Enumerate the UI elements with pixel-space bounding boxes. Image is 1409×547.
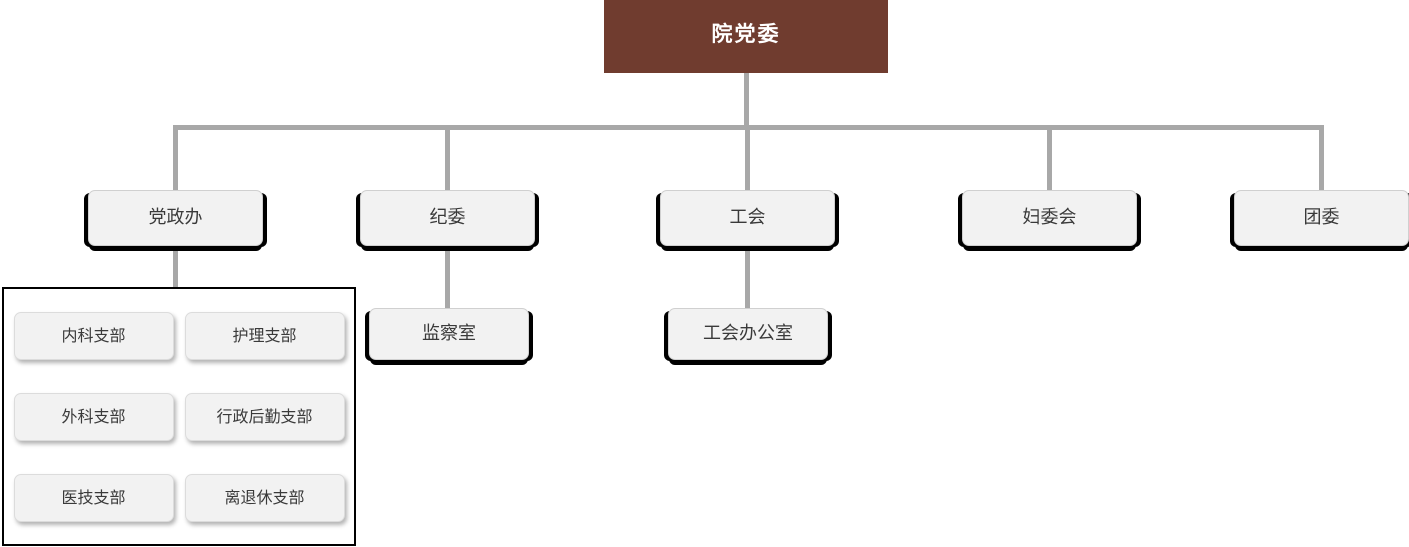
node-dangzhengban-label: 党政办 bbox=[148, 207, 203, 228]
node-xingzheng-houqin-zhibu[interactable]: 行政后勤支部 bbox=[184, 392, 345, 441]
node-neike-zhibu-label: 内科支部 bbox=[61, 325, 126, 345]
node-fuweihui[interactable]: 妇委会 bbox=[962, 190, 1137, 246]
node-gonghui[interactable]: 工会 bbox=[660, 190, 835, 246]
node-jianchashi[interactable]: 监察室 bbox=[369, 308, 529, 360]
connector-drop-jianchashi bbox=[445, 245, 450, 310]
node-root-label: 院党委 bbox=[711, 22, 781, 46]
connector-drop-dangzhengban bbox=[173, 125, 178, 191]
connector-drop-jiwei bbox=[445, 125, 450, 191]
node-neike-zhibu[interactable]: 内科支部 bbox=[13, 311, 174, 360]
connector-root-stem bbox=[744, 73, 749, 127]
node-gonghui-label: 工会 bbox=[729, 207, 766, 228]
node-fuweihui-label: 妇委会 bbox=[1022, 207, 1077, 228]
node-tuanwei-label: 团委 bbox=[1303, 207, 1340, 228]
connector-drop-tuanwei bbox=[1319, 125, 1324, 191]
node-root-party-committee[interactable]: 院党委 bbox=[604, 0, 888, 73]
node-yiji-zhibu-label: 医技支部 bbox=[61, 487, 126, 507]
node-waike-zhibu-label: 外科支部 bbox=[61, 406, 126, 426]
node-huli-zhibu[interactable]: 护理支部 bbox=[184, 311, 345, 360]
node-jiwei-label: 纪委 bbox=[429, 207, 466, 228]
node-jianchashi-label: 监察室 bbox=[422, 323, 476, 344]
connector-drop-branch-group bbox=[173, 245, 178, 290]
node-lituixiu-zhibu[interactable]: 离退休支部 bbox=[184, 473, 345, 522]
node-gonghui-bangongshi[interactable]: 工会办公室 bbox=[668, 308, 828, 360]
node-tuanwei[interactable]: 团委 bbox=[1234, 190, 1409, 246]
node-waike-zhibu[interactable]: 外科支部 bbox=[13, 392, 174, 441]
node-gonghui-bangongshi-label: 工会办公室 bbox=[703, 323, 793, 344]
node-jiwei[interactable]: 纪委 bbox=[360, 190, 535, 246]
node-yiji-zhibu[interactable]: 医技支部 bbox=[13, 473, 174, 522]
connector-drop-fuweihui bbox=[1047, 125, 1052, 191]
node-huli-zhibu-label: 护理支部 bbox=[232, 325, 297, 345]
node-lituixiu-zhibu-label: 离退休支部 bbox=[224, 487, 305, 507]
node-dangzhengban[interactable]: 党政办 bbox=[88, 190, 263, 246]
node-xingzheng-houqin-zhibu-label: 行政后勤支部 bbox=[216, 406, 313, 426]
connector-drop-gonghui-office bbox=[745, 245, 750, 310]
connector-drop-gonghui bbox=[745, 125, 750, 191]
branch-group-container: 内科支部 护理支部 外科支部 行政后勤支部 医技支部 离退休支部 bbox=[2, 287, 356, 546]
